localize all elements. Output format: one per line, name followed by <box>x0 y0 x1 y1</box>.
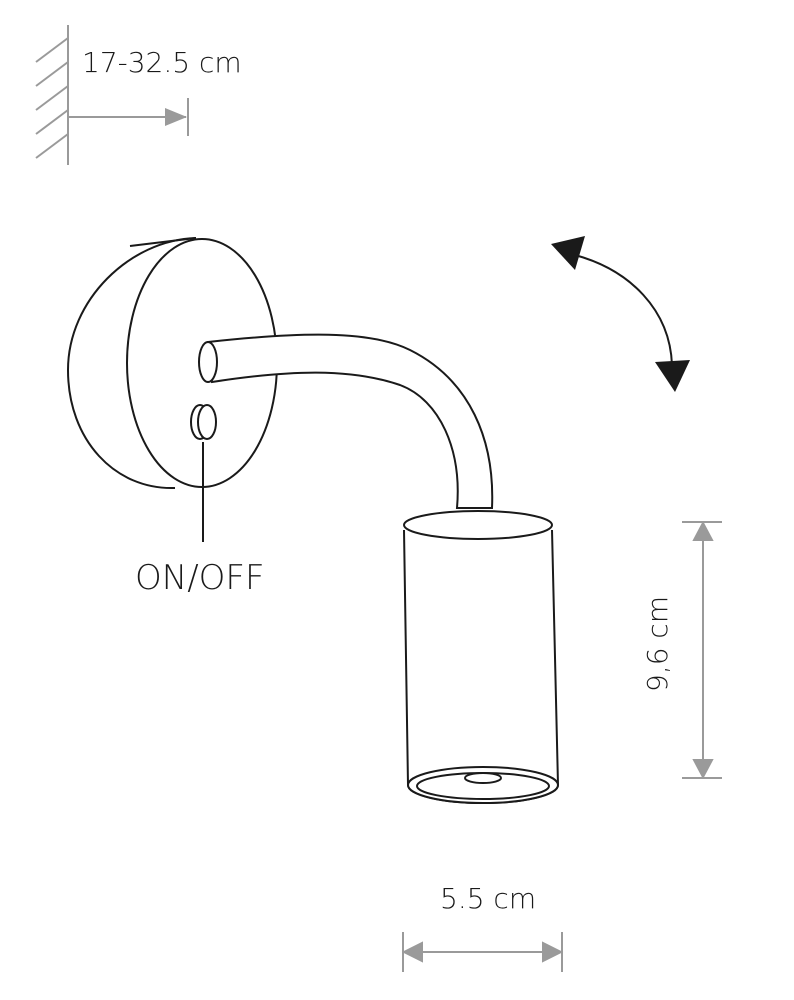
switch-icon <box>190 404 217 542</box>
lamp-head <box>403 510 560 804</box>
switch-label: ON/OFF <box>135 558 265 598</box>
height-dimension <box>682 520 722 780</box>
diameter-dimension <box>401 932 564 972</box>
wall-distance-label: 17-32.5 cm <box>82 46 242 79</box>
wall-distance-dimension <box>68 98 189 136</box>
height-label: 9,6 cm <box>641 596 674 692</box>
rotation-arrow-icon <box>551 236 690 392</box>
diameter-label: 5.5 cm <box>440 882 536 915</box>
flexible-arm <box>198 333 494 509</box>
wall-symbol <box>35 25 69 165</box>
